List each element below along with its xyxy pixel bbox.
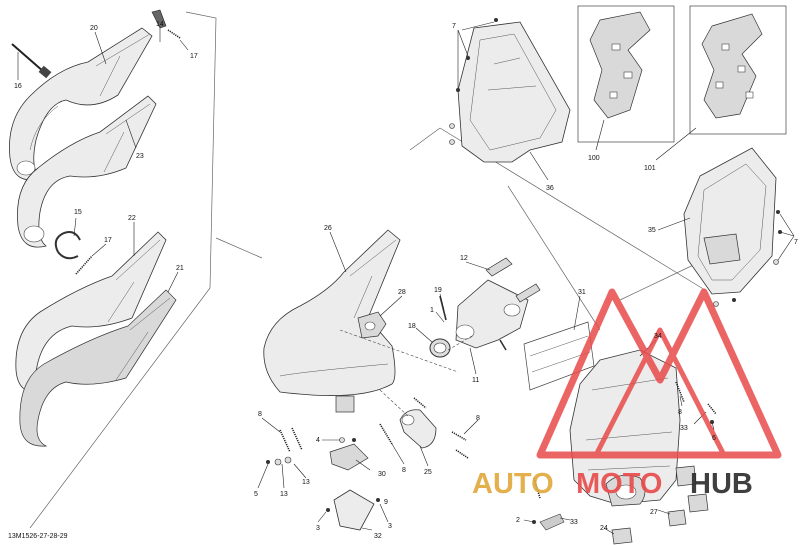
silencer-case-36 [449, 18, 571, 163]
part-label: 12 [460, 255, 468, 262]
part-label: 18 [408, 323, 416, 330]
part-label: 31 [578, 289, 586, 296]
part-label: 3 [316, 525, 320, 532]
leaders-center [257, 231, 491, 531]
part-label: 7 [452, 23, 456, 30]
part-label: 101 [644, 165, 656, 172]
part-label: 100 [588, 155, 600, 162]
part-label: 34 [654, 333, 662, 340]
part-label: 17 [104, 237, 112, 244]
exhaust-pipe-26 [263, 229, 401, 413]
part-label: 8 [678, 409, 682, 416]
part-label: 21 [176, 265, 184, 272]
exhaust-pipe-23 [17, 95, 157, 248]
bolt-14 [151, 9, 167, 29]
part-label: 33 [680, 425, 688, 432]
insulation-sheet-100 [577, 5, 675, 143]
part-label: 8 [476, 415, 480, 422]
watermark-logo [536, 288, 782, 459]
part-label: 8 [258, 411, 262, 418]
leaders-left [17, 28, 189, 293]
part-label: 32 [374, 533, 382, 540]
part-label: 14 [156, 21, 164, 28]
watermark-triangle-inner [593, 327, 727, 458]
manifold-11 [455, 279, 529, 349]
part-label: 27 [650, 509, 658, 516]
watermark-triangle-outer [536, 288, 782, 459]
part-label: 5 [254, 491, 258, 498]
ring-18 [429, 338, 451, 358]
silencer-case-35 [683, 147, 782, 307]
part-label: 30 [378, 471, 386, 478]
watermark-word-hub: HUB [690, 468, 753, 500]
part-label: 17 [190, 53, 198, 60]
part-label: 4 [316, 437, 320, 444]
watermark-text: AUTO MOTO HUB [472, 468, 753, 500]
part-label: 24 [600, 525, 608, 532]
diagram-reference-code: 13M1526-27-28-29 [8, 533, 68, 540]
part-label: 20 [90, 25, 98, 32]
bolt-16 [11, 43, 52, 79]
part-label: 25 [424, 469, 432, 476]
heat-shield-31 [523, 321, 595, 391]
watermark-word-moto: MOTO [576, 468, 662, 500]
spring-17b [75, 255, 93, 275]
exhaust-pipe-21 [19, 289, 177, 447]
part-label: 9 [384, 499, 388, 506]
part-label: 2 [516, 517, 520, 524]
part-label: 28 [398, 289, 406, 296]
muffler-34 [569, 349, 681, 507]
small-parts-bottom-right [532, 420, 714, 545]
clamp-ring-15 [54, 231, 81, 260]
insulation-sheet-101 [689, 5, 787, 135]
bracket-32 [333, 489, 375, 531]
leaders-right-top [457, 21, 795, 261]
bracket-30 [329, 443, 369, 471]
part-label: 13 [302, 479, 310, 486]
muffler-bracket-28 [357, 311, 387, 339]
part-label: 19 [434, 287, 442, 294]
part-label: 35 [648, 227, 656, 234]
part-label: 8 [402, 467, 406, 474]
small-fasteners [266, 295, 507, 512]
part-label: 7 [794, 239, 798, 246]
part-label: 1 [430, 307, 434, 314]
spring-17a [167, 29, 181, 39]
dash-lines-center [339, 329, 473, 417]
part-label: 23 [136, 153, 144, 160]
coupling-25 [399, 409, 437, 449]
part-label: 22 [128, 215, 136, 222]
springs-8-right [675, 381, 717, 415]
part-label: 26 [324, 225, 332, 232]
gasket-12 [485, 257, 541, 303]
part-label: 3 [388, 523, 392, 530]
watermark-word-auto: AUTO [472, 468, 554, 500]
part-label: 13 [280, 491, 288, 498]
part-label: 6 [712, 435, 716, 442]
part-label: 15 [74, 209, 82, 216]
part-label: 33 [570, 519, 578, 526]
part-label: 36 [546, 185, 554, 192]
part-label: 11 [472, 377, 479, 384]
springs-8-center [279, 397, 541, 499]
part-label: 16 [14, 83, 22, 90]
exhaust-pipe-20 [9, 27, 153, 181]
part-labels: 20 14 17 16 23 15 17 22 21 26 28 12 19 1… [8, 21, 798, 540]
